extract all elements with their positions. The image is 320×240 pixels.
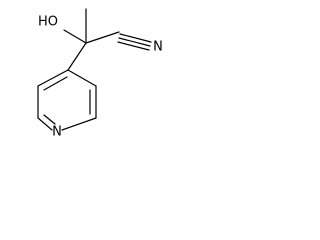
bond-quaternary-carbon-to-nitrile-carbon bbox=[85, 31, 120, 44]
bond-quaternary-carbon-to-hydroxyl bbox=[63, 29, 87, 44]
ring-bond-c5-c4 bbox=[67, 69, 97, 87]
ring-bond-n1-c6 bbox=[61, 117, 97, 131]
nitrile-triple-bond-middle bbox=[118, 37, 151, 47]
nitrile-triple-bond-top bbox=[119, 33, 152, 43]
ring-double-bond-c2-n1-inner bbox=[43, 114, 56, 125]
ring-nitrogen-label: N bbox=[52, 125, 62, 140]
bond-quaternary-carbon-to-ring bbox=[67, 42, 87, 71]
nitrile-nitrogen-label: N bbox=[153, 40, 163, 55]
ring-bond-c4-c3 bbox=[37, 69, 69, 87]
chemical-structure-diagram: HO N N bbox=[37, 8, 163, 140]
ring-double-bond-c4-c3-inner bbox=[43, 76, 68, 91]
ring-bond-c2-n1 bbox=[37, 117, 53, 131]
nitrile-triple-bond-bottom bbox=[117, 41, 150, 51]
hydroxyl-label: HO bbox=[38, 15, 58, 30]
